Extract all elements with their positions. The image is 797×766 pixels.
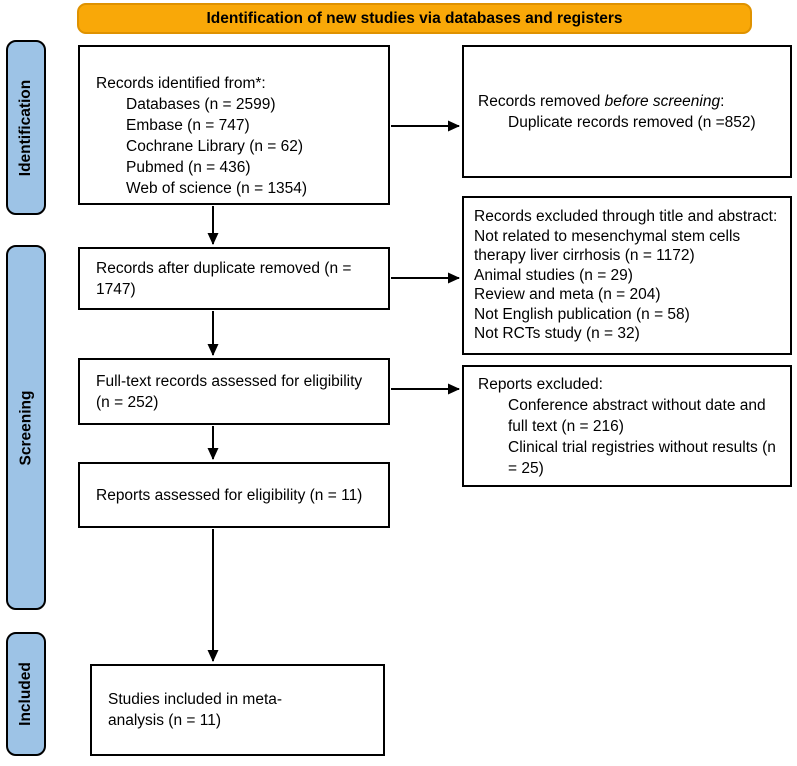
banner-title: Identification of new studies via databa… (77, 3, 752, 34)
records-identified-title: Records identified from*: (96, 75, 266, 92)
excluded-line: Not RCTs study (n = 32) (474, 325, 640, 343)
records-identified-item: Databases (n = 2599) (126, 96, 276, 113)
reports-assessed-text: Reports assessed for eligibility (n = 11… (96, 486, 363, 504)
records-removed-title: Records removed before screening: (478, 92, 725, 110)
stage-label-text: Screening (17, 390, 35, 465)
stage-label-text: Identification (17, 79, 35, 176)
excluded-line: Not English publication (n = 58) (474, 305, 690, 323)
stage-label-identification: Identification (6, 40, 46, 215)
reports-excluded-box: Reports excluded: Conference abstract wi… (462, 365, 792, 487)
excluded-line: Review and meta (n = 204) (474, 286, 661, 304)
records-identified-item: Cochrane Library (n = 62) (126, 138, 304, 155)
records-identified-item: Embase (n = 747) (126, 117, 250, 134)
records-removed-before-screening-box: Records removed before screening: Duplic… (462, 45, 792, 178)
stage-label-text: Included (17, 662, 35, 726)
stage-label-screening: Screening (6, 245, 46, 610)
reports-assessed-box: Reports assessed for eligibility (n = 11… (78, 462, 390, 528)
reports-excluded-title: Reports excluded: (478, 375, 603, 393)
records-identified-item: Web of science (n = 1354) (126, 180, 308, 197)
fulltext-assessed-text: Full-text records assessed for eligibili… (96, 372, 363, 411)
records-after-duplicates-box: Records after duplicate removed (n = 174… (78, 247, 390, 310)
records-identified-box: Records identified from*: Databases (n =… (78, 45, 390, 205)
fulltext-assessed-box: Full-text records assessed for eligibili… (78, 358, 390, 425)
studies-included-text: Studies included in meta-analysis (n = 1… (108, 691, 283, 729)
reports-excluded-item: Conference abstract without date and ful… (508, 396, 766, 435)
records-after-duplicates-text: Records after duplicate removed (n = 174… (96, 259, 352, 298)
excluded-line: Animal studies (n = 29) (474, 266, 633, 284)
reports-excluded-item: Clinical trial registries without result… (508, 438, 776, 477)
excluded-line: Records excluded through title and abstr… (474, 208, 778, 226)
records-removed-item: Duplicate records removed (n =852) (508, 113, 756, 131)
records-excluded-title-abstract-box: Records excluded through title and abstr… (462, 196, 792, 355)
records-identified-item: Pubmed (n = 436) (126, 159, 251, 176)
stage-label-included: Included (6, 632, 46, 756)
excluded-line: Not related to mesenchymal stem cells th… (474, 227, 741, 265)
studies-included-box: Studies included in meta-analysis (n = 1… (90, 664, 385, 756)
